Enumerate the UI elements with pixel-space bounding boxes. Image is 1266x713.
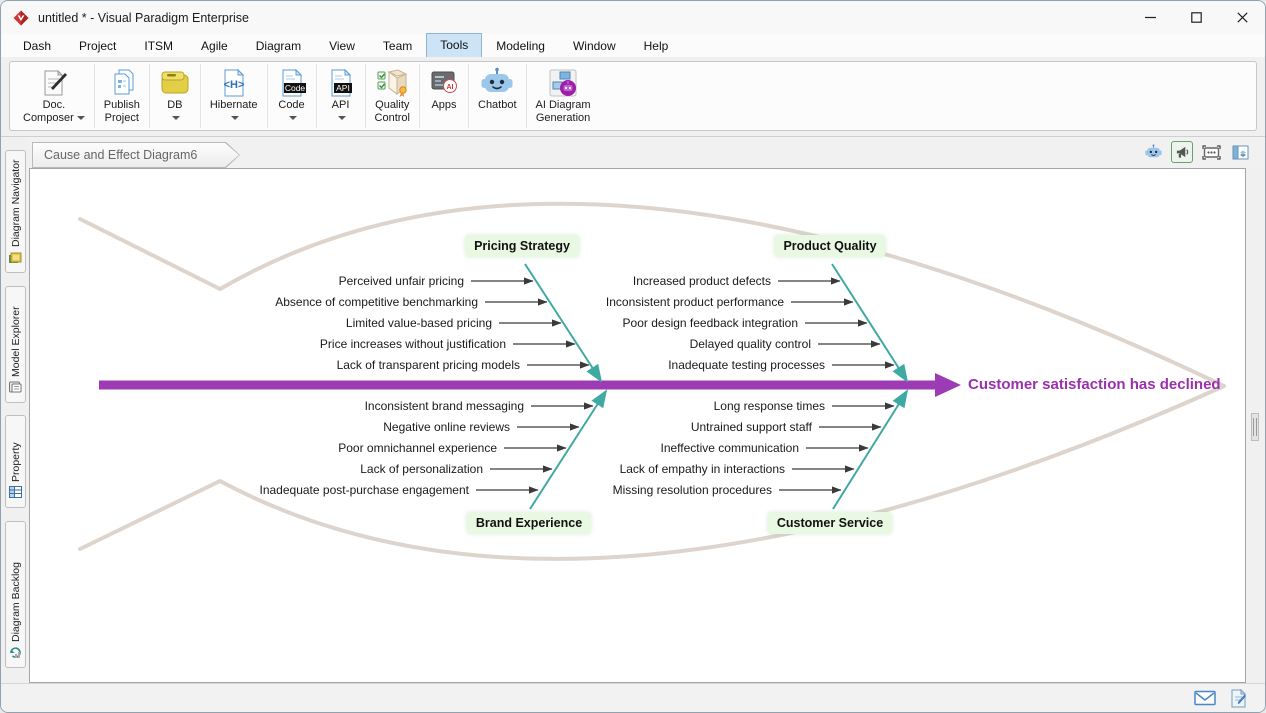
cause-text[interactable]: Increased product defects xyxy=(633,274,771,288)
bone-customer-service[interactable] xyxy=(833,391,907,509)
cause-text[interactable]: Poor design feedback integration xyxy=(623,316,798,330)
cause-text[interactable]: Inadequate testing processes xyxy=(668,358,825,372)
menu-window[interactable]: Window xyxy=(559,35,630,57)
toolbar-item-apps[interactable]: AI Apps xyxy=(420,64,469,128)
toolbar-item-db[interactable]: DB xyxy=(150,64,201,128)
menu-itsm[interactable]: ITSM xyxy=(130,35,187,57)
chevron-down-icon xyxy=(172,116,180,120)
cause-text[interactable]: Poor omnichannel experience xyxy=(338,441,497,455)
cause-text[interactable]: Missing resolution procedures xyxy=(613,483,772,497)
db-icon xyxy=(159,67,191,99)
category-label-product-quality[interactable]: Product Quality xyxy=(774,235,885,257)
category-label-customer-service[interactable]: Customer Service xyxy=(768,512,892,534)
message-envelope-icon[interactable] xyxy=(1194,690,1216,706)
toolbar-item-publish-project[interactable]: Publish Project xyxy=(95,64,150,128)
chevron-down-icon xyxy=(289,116,297,120)
svg-text:Code: Code xyxy=(284,83,305,93)
layout-panel-icon[interactable] xyxy=(1229,141,1251,163)
menu-diagram[interactable]: Diagram xyxy=(242,35,315,57)
panel-resize-grip[interactable] xyxy=(1251,413,1259,441)
cause-text[interactable]: Ineffective communication xyxy=(660,441,799,455)
announcement-megaphone-icon[interactable] xyxy=(1171,141,1193,163)
toolbar-item-api[interactable]: API API xyxy=(317,64,366,128)
window-title: untitled * - Visual Paradigm Enterprise xyxy=(38,11,249,25)
presentation-frame-icon[interactable] xyxy=(1200,141,1222,163)
edit-document-icon[interactable] xyxy=(1230,689,1247,708)
toolbar-item-hibernate[interactable]: <H> Hibernate xyxy=(201,64,268,128)
menu-modeling[interactable]: Modeling xyxy=(482,35,559,57)
status-bar xyxy=(1,683,1265,712)
ribbon: Doc. Composer Publish Project xyxy=(1,57,1265,137)
menu-agile[interactable]: Agile xyxy=(187,35,242,57)
diagram-tab-bar: Cause and Effect Diagram6 xyxy=(29,137,1265,168)
svg-text:AI: AI xyxy=(447,84,454,91)
sidebar-item-property[interactable]: Property xyxy=(5,415,26,508)
menu-dash[interactable]: Dash xyxy=(9,35,65,57)
visual-paradigm-logo-icon xyxy=(13,10,29,26)
cause-text[interactable]: Lack of personalization xyxy=(360,462,483,476)
sidebar-item-diagram-navigator[interactable]: Diagram Navigator xyxy=(5,150,26,273)
category-label-pricing-strategy[interactable]: Pricing Strategy xyxy=(465,235,579,257)
cause-text[interactable]: Long response times xyxy=(714,399,825,413)
menu-bar: Dash Project ITSM Agile Diagram View Tea… xyxy=(1,34,1265,57)
toolbar-item-chatbot[interactable]: Chatbot xyxy=(469,64,527,128)
cause-text[interactable]: Untrained support staff xyxy=(691,420,813,434)
cause-text[interactable]: Perceived unfair pricing xyxy=(339,274,464,288)
chevron-down-icon xyxy=(231,116,239,120)
apps-icon: AI xyxy=(429,67,459,99)
close-button[interactable] xyxy=(1219,1,1265,34)
model-explorer-icon xyxy=(8,380,23,399)
cause-text[interactable]: Inadequate post-purchase engagement xyxy=(260,483,470,497)
tab-cause-and-effect-diagram6[interactable]: Cause and Effect Diagram6 xyxy=(32,142,240,168)
property-icon xyxy=(8,485,23,504)
cause-text[interactable]: Lack of transparent pricing models xyxy=(337,358,520,372)
toolbar-item-doc-composer[interactable]: Doc. Composer xyxy=(14,64,95,128)
code-icon: Code xyxy=(277,67,307,99)
cause-text[interactable]: Delayed quality control xyxy=(690,337,811,351)
toolbar-item-quality-control[interactable]: Quality Control xyxy=(366,64,420,128)
ai-diagram-generation-icon xyxy=(547,67,579,99)
cause-text[interactable]: Absence of competitive benchmarking xyxy=(275,295,478,309)
menu-project[interactable]: Project xyxy=(65,35,130,57)
svg-text:API: API xyxy=(336,83,350,93)
menu-tools[interactable]: Tools xyxy=(426,33,482,57)
api-icon: API xyxy=(326,67,356,99)
hibernate-icon: <H> xyxy=(219,67,249,99)
cause-text[interactable]: Lack of empathy in interactions xyxy=(620,462,785,476)
right-collapsed-panel xyxy=(1246,168,1265,683)
category-label-brand-experience[interactable]: Brand Experience xyxy=(467,512,591,534)
cause-text[interactable]: Limited value-based pricing xyxy=(346,316,492,330)
title-bar: untitled * - Visual Paradigm Enterprise xyxy=(1,1,1265,34)
left-sidebar: Diagram Navigator Model Explorer xyxy=(1,137,29,683)
menu-help[interactable]: Help xyxy=(630,35,683,57)
chatbot-toggle-icon[interactable] xyxy=(1142,141,1164,163)
menu-view[interactable]: View xyxy=(315,35,369,57)
publish-project-icon xyxy=(107,67,137,99)
quality-control-icon xyxy=(375,67,409,99)
bone-brand-experience[interactable] xyxy=(530,391,606,509)
diagram-navigator-icon xyxy=(8,250,23,269)
diagram-backlog-icon xyxy=(8,645,23,664)
cause-text[interactable]: Inconsistent brand messaging xyxy=(365,399,524,413)
chevron-down-icon xyxy=(77,116,85,120)
sidebar-item-diagram-backlog[interactable]: Diagram Backlog xyxy=(5,521,26,668)
sidebar-item-model-explorer[interactable]: Model Explorer xyxy=(5,286,26,403)
minimize-button[interactable] xyxy=(1127,1,1173,34)
effect-label[interactable]: Customer satisfaction has declined xyxy=(968,376,1221,393)
doc-composer-icon xyxy=(39,67,69,99)
toolbar-item-ai-diagram-generation[interactable]: AI Diagram Generation xyxy=(527,64,600,128)
cause-text[interactable]: Price increases without justification xyxy=(320,337,506,351)
menu-team[interactable]: Team xyxy=(369,35,426,57)
toolbar-item-code[interactable]: Code Code xyxy=(268,64,317,128)
maximize-button[interactable] xyxy=(1173,1,1219,34)
cause-text[interactable]: Inconsistent product performance xyxy=(606,295,784,309)
fishbone-spine-arrowhead xyxy=(935,373,961,397)
cause-text[interactable]: Negative online reviews xyxy=(383,420,510,434)
svg-text:<H>: <H> xyxy=(223,79,244,91)
chatbot-icon xyxy=(480,67,514,99)
chevron-down-icon xyxy=(338,116,346,120)
diagram-canvas[interactable]: Perceived unfair pricing Absence of comp… xyxy=(29,168,1246,683)
